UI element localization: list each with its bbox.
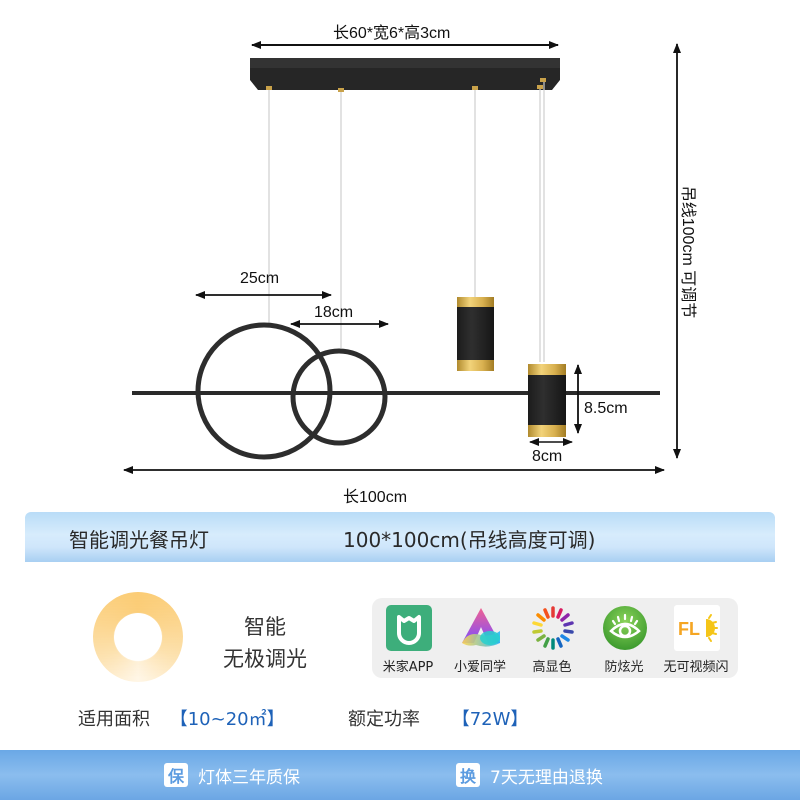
feature-high-cri: 高显色 (516, 598, 588, 678)
power-value: 【72W】 (451, 709, 529, 730)
warranty-badge-icon: 保 (164, 763, 188, 787)
return-badge-icon: 换 (456, 763, 480, 787)
cord-length-label: 吊线100cm 可调节 (679, 185, 696, 319)
area-value: 【10~20㎡】 (169, 709, 285, 730)
guarantee-footer: 保 灯体三年质保 换 7天无理由退换 (0, 750, 800, 800)
cylinder-lamp-lower (528, 364, 566, 437)
feature-label: 高显色 (532, 660, 572, 675)
high-cri-color-icon (532, 606, 574, 650)
total-length-label: 长100cm (343, 489, 408, 506)
feature-flicker-free: FL 无可视频闪 (660, 598, 732, 678)
flicker-free-icon: FL (674, 605, 720, 651)
area-spec: 适用面积 【10~20㎡】 (78, 705, 285, 731)
anti-glare-eye-icon (603, 606, 647, 650)
svg-text:FL: FL (678, 619, 700, 639)
cylinder-lamp-upper (457, 297, 494, 371)
mijia-app-icon (386, 605, 432, 651)
small-ring-dimension-label: 18cm (314, 304, 354, 321)
large-ring-dimension-label: 25cm (240, 270, 280, 287)
large-ring (195, 322, 333, 460)
dimming-title: 智能 (244, 615, 286, 639)
power-spec: 额定功率 【72W】 (348, 705, 528, 731)
area-label: 适用面积 (78, 709, 150, 730)
feature-mijia-app: 米家APP (372, 598, 444, 678)
feature-icon-panel: 米家APP 小爱同学 (372, 598, 738, 678)
dimming-ring-glow-icon (93, 592, 183, 682)
cylinder-width-label: 8cm (532, 448, 563, 465)
warranty-text: 灯体三年质保 (198, 767, 300, 788)
small-ring (290, 348, 388, 446)
dimming-subtitle: 无极调光 (223, 647, 307, 671)
top-dimension-label: 长60*宽6*高3cm (333, 25, 451, 42)
cylinder-height-label: 8.5cm (584, 400, 628, 417)
xiaoai-icon (462, 608, 500, 647)
product-name: 智能调光餐吊灯 (69, 528, 209, 552)
product-size: 100*100cm(吊线高度可调) (343, 528, 596, 552)
feature-label: 无可视频闪 (663, 660, 729, 675)
return-text: 7天无理由退换 (490, 767, 603, 788)
feature-xiaoai: 小爱同学 (444, 598, 516, 678)
feature-label: 防炫光 (604, 660, 644, 675)
product-spec-bar: 智能调光餐吊灯 100*100cm(吊线高度可调) (25, 512, 775, 562)
feature-label: 米家APP (382, 660, 434, 675)
feature-anti-glare: 防炫光 (588, 598, 660, 678)
feature-label: 小爱同学 (453, 660, 506, 675)
return-item: 换 7天无理由退换 (456, 762, 603, 788)
power-label: 额定功率 (348, 709, 420, 730)
pendant-lamp-drawing (123, 41, 681, 474)
warranty-item: 保 灯体三年质保 (164, 762, 300, 788)
product-dimension-diagram: 长60*宽6*高3cm 25cm 18cm 8.5cm 8cm 长100cm 吊… (123, 25, 696, 506)
